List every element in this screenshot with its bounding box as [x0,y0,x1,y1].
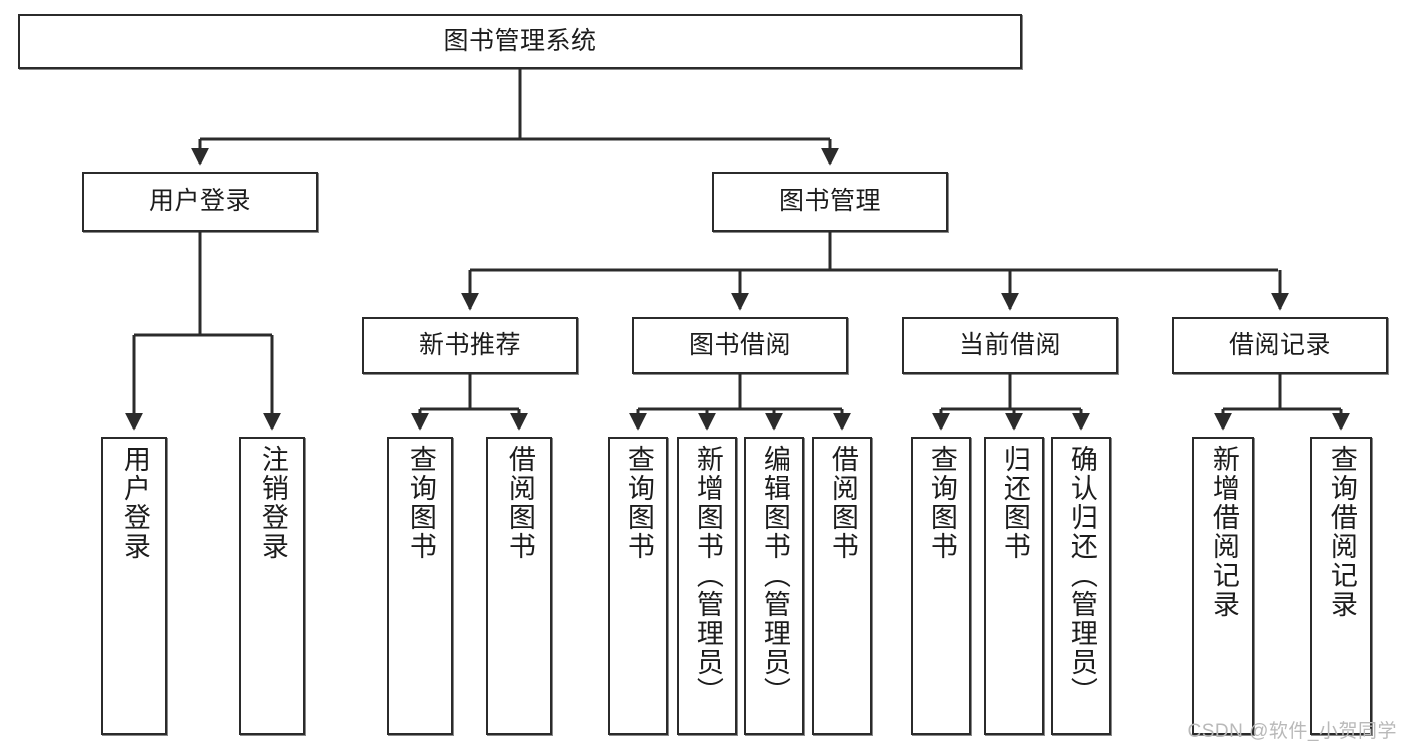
node-leaf-add-borrow-record[interactable]: 新增借阅记录 [1192,437,1254,735]
node-current-borrow[interactable]: 当前借阅 [902,317,1118,374]
node-leaf-user-login[interactable]: 用户登录 [101,437,167,735]
node-leaf-add-book-admin[interactable]: 新增图书（管理员） [677,437,737,735]
node-label: 查询图书 [623,445,654,561]
node-label: 归还图书 [999,445,1030,561]
node-label: 确认归还（管理员） [1066,445,1097,706]
node-new-book-recommend[interactable]: 新书推荐 [362,317,578,374]
node-leaf-confirm-return-admin[interactable]: 确认归还（管理员） [1051,437,1111,735]
node-label: 新增图书（管理员） [692,445,723,706]
node-root-book-management-system[interactable]: 图书管理系统 [18,14,1022,69]
node-book-management[interactable]: 图书管理 [712,172,948,232]
node-leaf-query-book-recommend[interactable]: 查询图书 [387,437,453,735]
node-label: 查询图书 [926,445,957,561]
node-label: 当前借阅 [958,330,1061,359]
node-label: 新增借阅记录 [1208,445,1239,619]
node-label: 注销登录 [257,445,288,561]
node-leaf-query-book-borrow[interactable]: 查询图书 [608,437,668,735]
node-label: 借阅图书 [827,445,858,561]
node-borrow-records[interactable]: 借阅记录 [1172,317,1388,374]
node-leaf-return-book[interactable]: 归还图书 [984,437,1044,735]
node-label: 借阅图书 [504,445,535,561]
node-leaf-logout[interactable]: 注销登录 [239,437,305,735]
node-label: 借阅记录 [1228,330,1331,359]
node-leaf-borrow-book[interactable]: 借阅图书 [812,437,872,735]
node-leaf-query-borrow-record[interactable]: 查询借阅记录 [1310,437,1372,735]
node-label: 用户登录 [119,445,150,561]
node-label: 查询图书 [405,445,436,561]
node-label: 图书管理系统 [443,26,597,55]
node-label: 编辑图书（管理员） [759,445,790,706]
watermark-text: CSDN @软件_小贺同学 [1187,721,1397,742]
node-label: 用户登录 [148,187,251,216]
node-book-borrow[interactable]: 图书借阅 [632,317,848,374]
node-leaf-query-book-current[interactable]: 查询图书 [911,437,971,735]
node-user-login[interactable]: 用户登录 [82,172,318,232]
node-label: 图书管理 [778,187,881,216]
node-label: 图书借阅 [688,330,791,359]
node-leaf-edit-book-admin[interactable]: 编辑图书（管理员） [744,437,804,735]
node-label: 查询借阅记录 [1326,445,1357,619]
node-label: 新书推荐 [418,330,521,359]
node-leaf-borrow-book-recommend[interactable]: 借阅图书 [486,437,552,735]
